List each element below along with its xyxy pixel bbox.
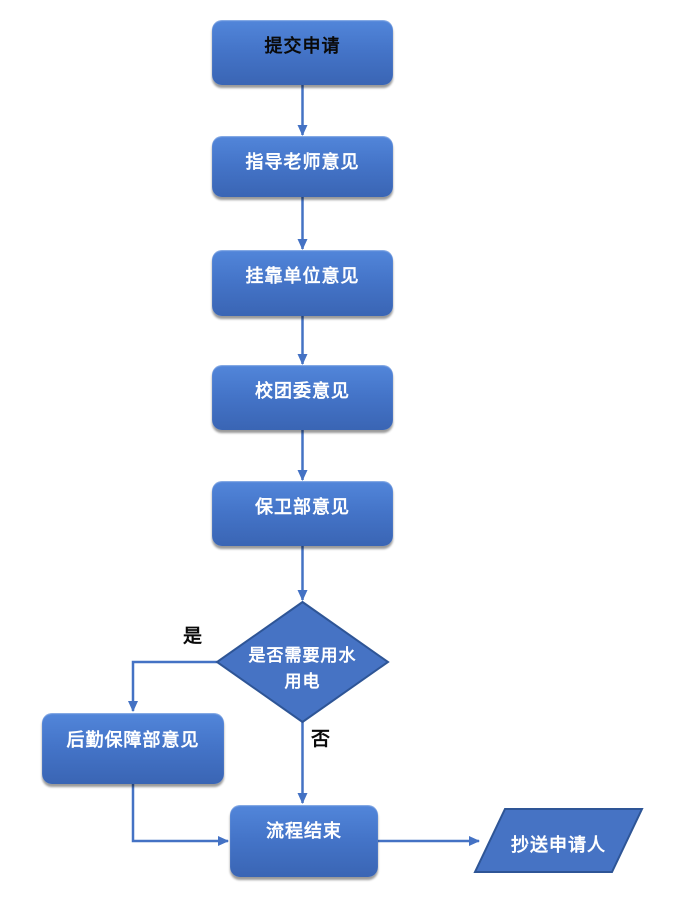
flow-node-submit-label: 提交申请 — [264, 36, 341, 56]
flow-node-submit: 提交申请 — [212, 20, 393, 85]
copy-applicant-label: 抄送申请人 — [511, 835, 606, 855]
flow-node-process-end-label: 流程结束 — [266, 821, 342, 841]
flow-node-affiliation-opinion: 挂靠单位意见 — [212, 250, 393, 316]
decision-diamond-label-line1: 是否需要用水 — [248, 646, 357, 665]
flow-node-process-end: 流程结束 — [230, 805, 378, 877]
connector-decision-yes-to-logistics — [128, 660, 217, 712]
flow-node-youth-league-opinion-label: 校团委意见 — [255, 381, 350, 401]
flow-node-security-opinion: 保卫部意见 — [212, 481, 393, 546]
edge-label-no: 否 — [311, 729, 331, 750]
edge-label-yes: 是 — [183, 626, 203, 647]
decision-diamond-shape — [215, 600, 390, 724]
decision-diamond-label: 是否需要用水 用电 — [212, 643, 393, 695]
connector-group — [128, 85, 480, 846]
flow-node-logistics-opinion: 后勤保障部意见 — [42, 713, 224, 784]
copy-applicant-parallelogram-shape — [473, 808, 644, 873]
flow-node-advisor-opinion-label: 指导老师意见 — [245, 152, 360, 172]
decision-diamond-label-line2: 用电 — [284, 672, 321, 691]
flow-node-advisor-opinion: 指导老师意见 — [212, 136, 393, 197]
flow-node-youth-league-opinion: 校团委意见 — [212, 365, 393, 430]
flow-node-security-opinion-label: 保卫部意见 — [255, 497, 350, 517]
connector-logistics-to-end — [131, 784, 229, 846]
flow-node-affiliation-opinion-label: 挂靠单位意见 — [245, 266, 360, 286]
flow-node-logistics-opinion-label: 后勤保障部意见 — [66, 730, 200, 750]
